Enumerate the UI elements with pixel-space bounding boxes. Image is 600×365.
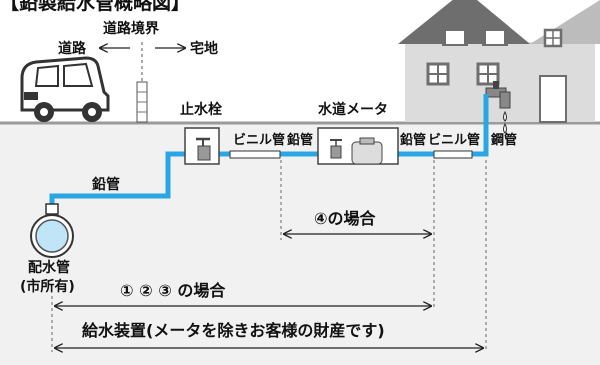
vinyl-pipe-label-2: ビニル管 xyxy=(428,132,480,148)
stop-valve-label: 止水栓 xyxy=(180,101,222,118)
lead-pipe-label-1: 鉛管 xyxy=(287,132,313,148)
house-icon xyxy=(398,0,600,123)
water-meter-label: 水道メータ xyxy=(318,101,388,118)
vinyl-pipe-label-1: ビニル管 xyxy=(233,132,285,148)
faucet-icon xyxy=(485,81,511,134)
diagram-title: 【鉛製給水管概略図】 xyxy=(0,0,190,14)
boundary-label: 道路境界 xyxy=(103,20,160,37)
supply-device-label: 給水装置(メータを除きお客様の財産です) xyxy=(82,321,385,340)
boundary-post xyxy=(136,81,148,123)
case-123-label: ① ② ③ の場合 xyxy=(120,281,226,300)
supply-pipe xyxy=(49,94,489,212)
lead-pipe-label-2: 鉛管 xyxy=(400,132,426,148)
case-4-label: ④の場合 xyxy=(314,209,377,228)
distribution-main-owner: (市所有) xyxy=(20,278,75,295)
road-label: 道路 xyxy=(58,40,87,57)
car-icon xyxy=(20,56,110,122)
steel-pipe-label: 鋼管 xyxy=(490,132,517,148)
house-land-label: 宅地 xyxy=(190,40,218,57)
distribution-main-label: 配水管 xyxy=(28,259,70,276)
water-meter-icon xyxy=(317,127,399,165)
stop-valve-icon xyxy=(184,127,220,165)
ground-area xyxy=(0,122,600,365)
vinyl-pipe-segment-2 xyxy=(433,150,473,159)
distribution-main-icon xyxy=(30,203,74,258)
vinyl-pipe-segment-1 xyxy=(229,150,281,159)
lead-pipe-left-label: 鉛管 xyxy=(92,176,120,193)
